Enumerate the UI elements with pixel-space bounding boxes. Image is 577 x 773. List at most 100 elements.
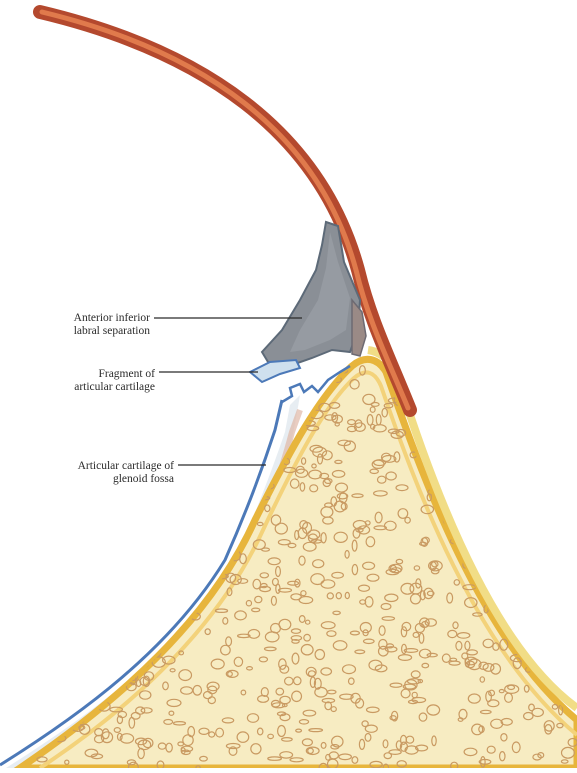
trabecula [296,369,302,379]
trabecula [537,494,545,498]
trabecula [58,451,69,456]
trabecula [99,668,105,677]
trabecula [569,588,577,598]
trabecula [515,431,520,435]
trabecula [105,437,117,447]
trabecula [47,394,52,405]
trabecula [531,417,539,426]
trabecula [521,444,534,453]
trabecula [169,574,176,581]
trabecula [510,488,520,492]
trabecula [567,369,574,378]
trabecula [64,511,73,522]
trabecula [122,427,129,432]
trabecula [130,651,135,661]
trabecula [109,632,115,640]
trabecula [227,504,232,514]
trabecula [544,497,555,504]
label-line-1: Anterior inferior [0,312,150,325]
trabecula [129,528,142,534]
trabecula [474,465,487,469]
trabecula [83,663,94,668]
trabecula [81,677,95,684]
trabecula [38,721,50,725]
trabecula [68,448,73,452]
trabecula [167,564,179,567]
label-line-2: articular cartilage [0,381,155,394]
trabecula [110,541,115,549]
label-glenoid-cartilage: Articular cartilage of glenoid fossa [0,460,174,486]
trabecula [461,388,468,392]
trabecula [210,496,223,503]
trabecula [507,529,512,538]
trabecula [562,451,574,458]
trabecula [482,438,489,444]
trabecula [83,504,89,512]
trabecula [514,505,520,510]
trabecula [416,373,421,379]
trabecula [479,430,492,441]
trabecula [81,425,86,431]
trabecula [494,377,498,387]
trabecula [446,377,454,384]
trabecula [41,504,52,507]
trabecula [448,494,459,504]
trabecula [230,468,236,472]
trabecula [529,379,536,384]
trabecula [441,418,447,426]
trabecula [502,530,510,539]
trabecula [560,599,568,608]
trabecula [75,674,86,678]
trabecula [174,555,179,562]
trabecula [113,452,122,456]
trabecula [149,533,158,544]
trabecula [74,601,83,607]
trabecula [498,472,509,481]
trabecula [212,513,225,517]
trabecula [417,391,430,401]
trabecula [556,401,568,405]
trabecula [41,588,49,598]
trabecula [159,603,164,611]
trabecula [106,679,112,683]
trabecula [475,524,485,533]
trabecula [81,686,89,694]
trabecula [37,669,50,675]
trabecula [92,503,96,511]
trabecula [86,453,98,457]
trabecula [35,492,46,498]
trabecula [86,665,99,673]
trabecula [195,409,206,413]
trabecula [49,696,56,705]
trabecula [121,437,134,443]
trabecula [56,681,70,685]
label-line-2: labral separation [0,325,150,338]
trabecula [536,519,544,525]
trabecula [450,459,455,466]
trabecula [79,651,91,656]
trabecula [126,541,132,545]
trabecula [45,443,54,448]
trabecula [496,485,501,490]
trabecula [136,627,142,636]
trabecula [50,621,63,629]
trabecula [175,400,183,408]
trabecula [217,425,223,430]
trabecula [205,381,211,384]
trabecula [195,417,200,421]
trabecula [195,541,204,550]
trabecula [498,480,503,490]
trabecula [548,668,553,674]
trabecula [240,404,249,409]
trabecula [186,599,191,608]
trabecula [249,445,257,449]
trabecula [559,438,571,443]
trabecula [148,542,154,546]
trabecula [176,476,190,480]
trabecula [458,466,463,475]
trabecula [114,598,123,605]
trabecula [553,610,560,616]
trabecula [185,508,192,512]
trabecula [80,522,88,528]
trabecula [261,401,273,407]
